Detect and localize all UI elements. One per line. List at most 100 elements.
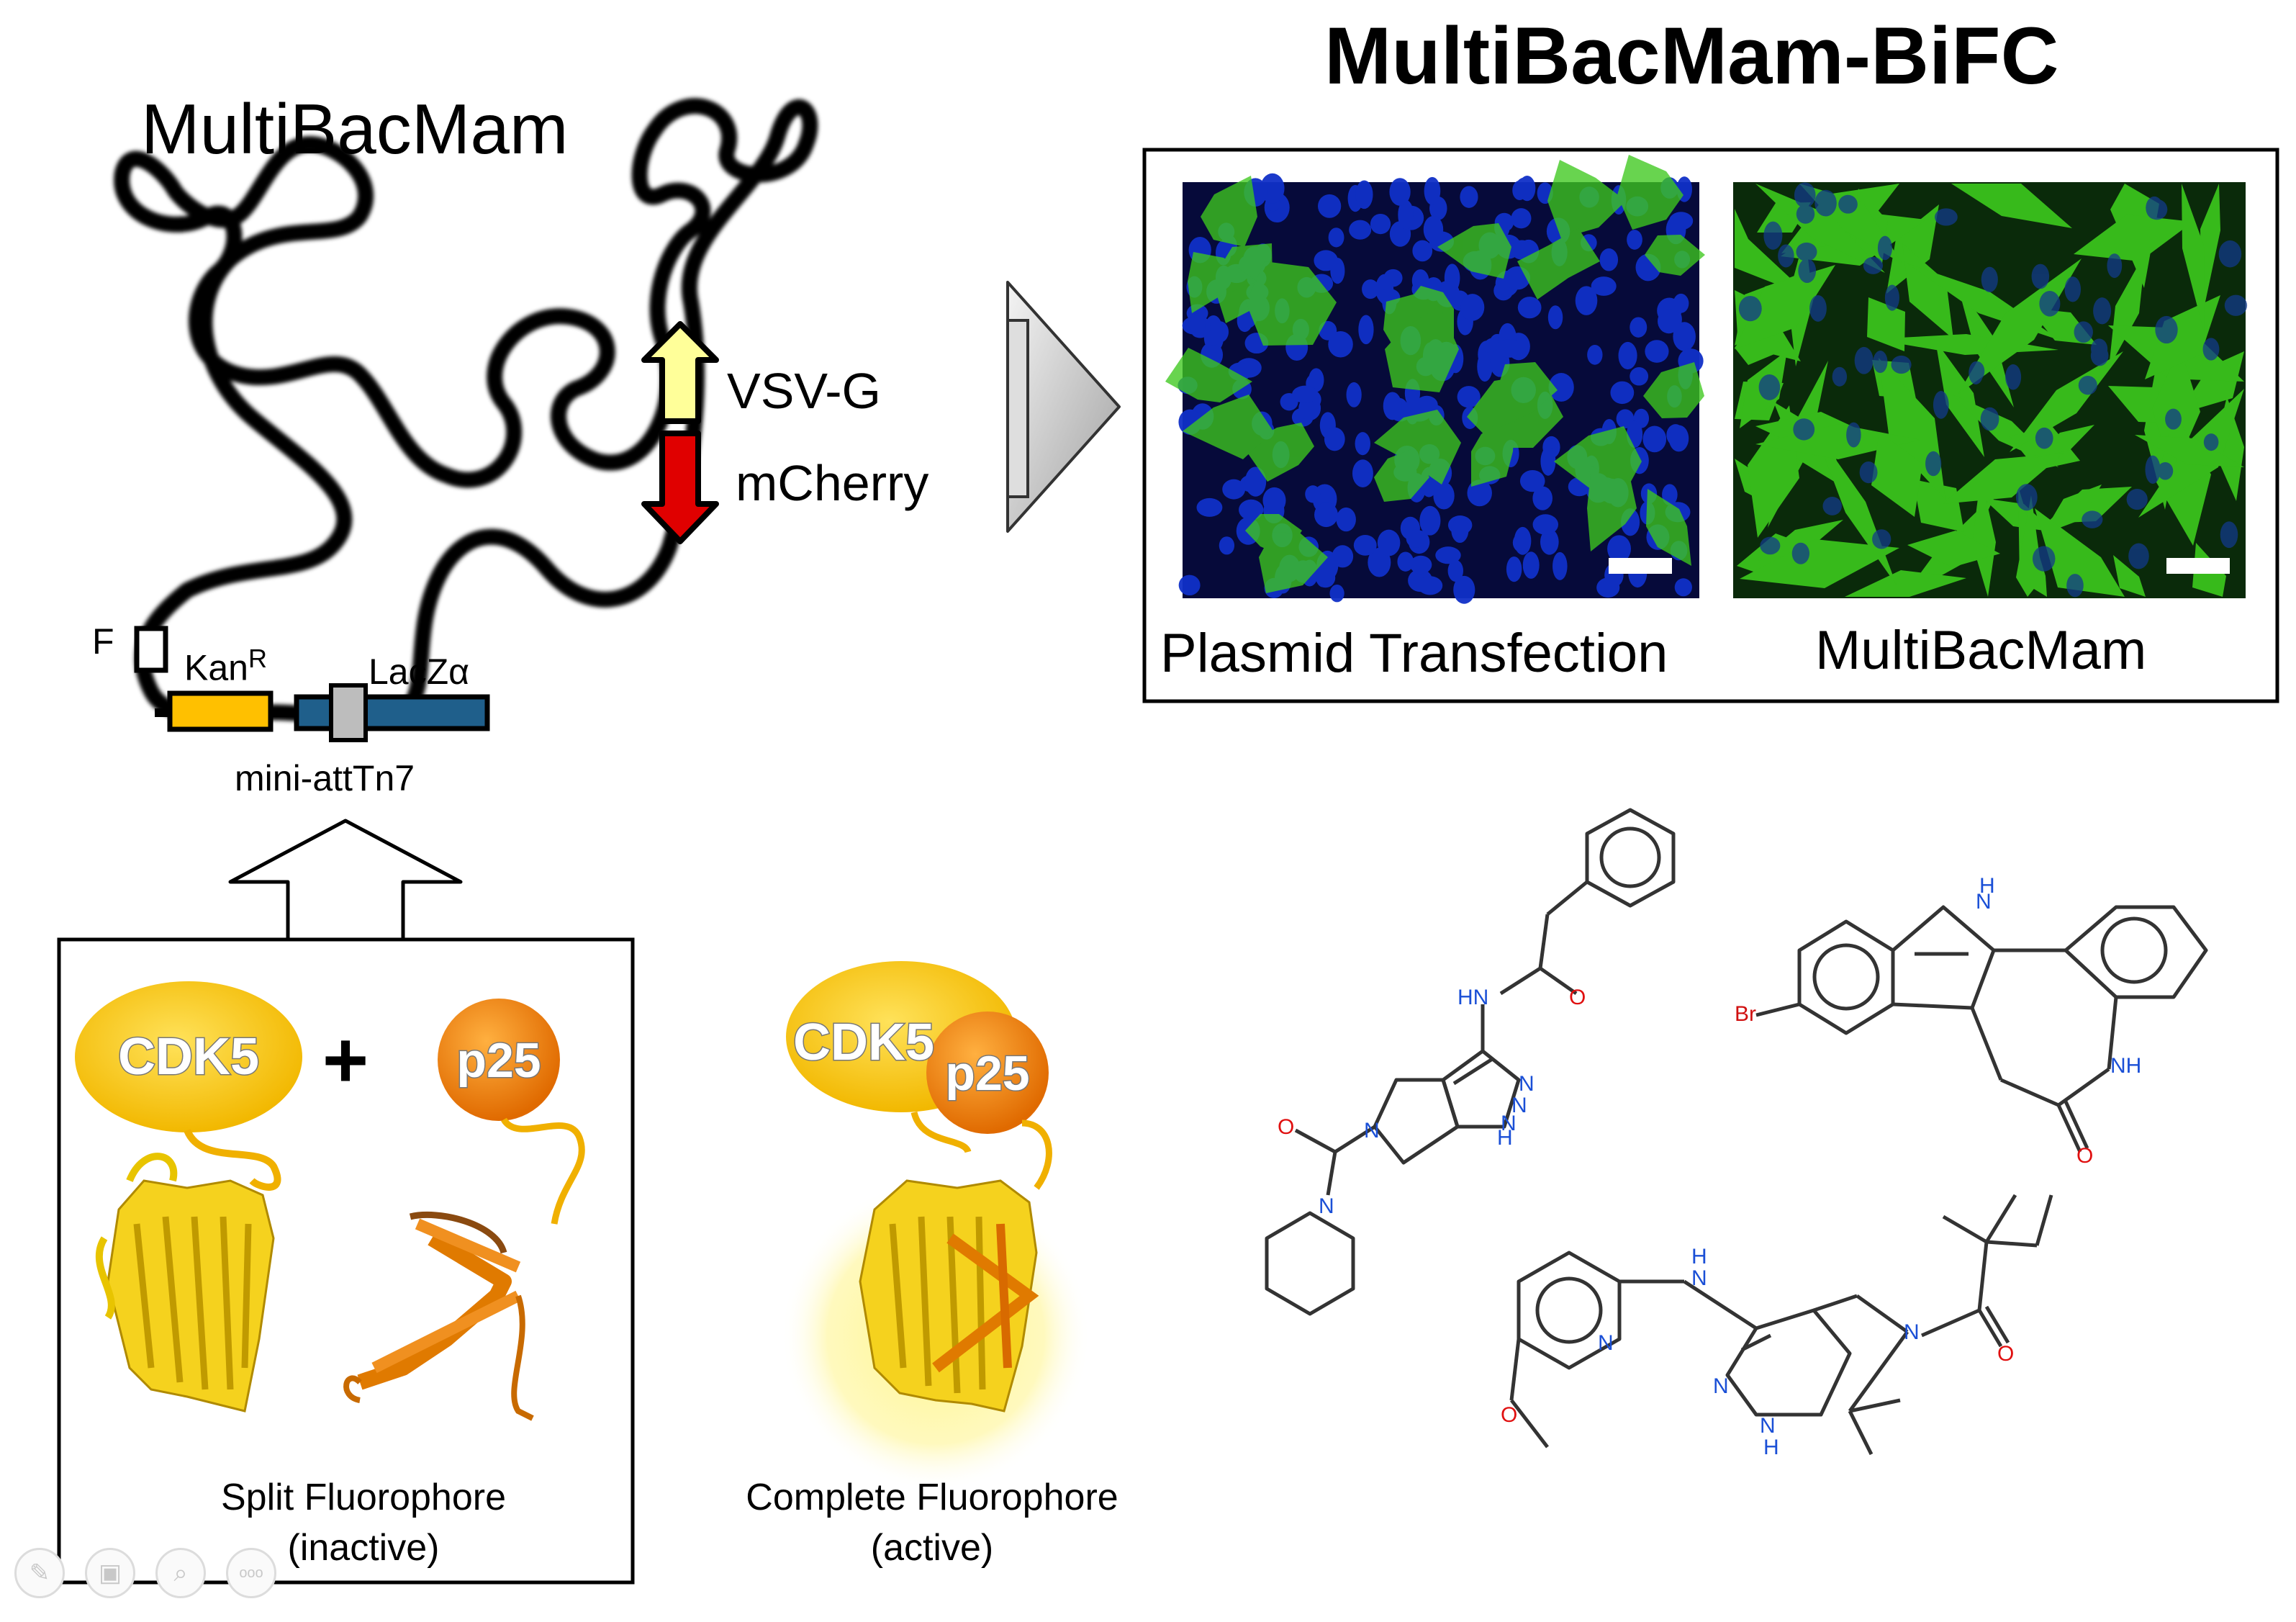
zoom-icon[interactable]: ⌕ [155,1548,206,1598]
nucleus-blob [1540,528,1559,555]
nucleus-blob [1417,576,1443,595]
nucleus-blob [2015,484,2038,511]
green-cell [1617,155,1683,230]
complete-caption-line2: (active) [870,1527,994,1569]
nucleus-blob [1591,276,1617,296]
plus-sign: + [322,1016,369,1104]
nucleus-blob [1854,346,1874,374]
nucleus-blob [2202,338,2220,361]
svg-text:NH: NH [2110,1054,2141,1078]
nucleus-blob [2107,253,2123,279]
mcherry-label: mCherry [736,455,929,511]
green-cell [2016,495,2043,597]
complete-caption-line1: Complete Fluorophore [746,1477,1118,1518]
plasmid-transfection-image [1165,155,1705,604]
nucleus-blob [1262,487,1286,514]
nucleus-blob [1832,366,1848,387]
nucleus-blob [1662,484,1678,506]
nucleus-blob [1419,505,1441,536]
nucleus-blob [1406,529,1426,548]
kan-gene-box [167,690,274,732]
nucleus-blob [1519,469,1545,492]
split-orange-strands [343,1211,534,1421]
green-cell [1188,252,1257,313]
svg-text:N: N [1760,1414,1776,1438]
nucleus-blob [1329,584,1344,603]
nucleus-blob [1355,432,1371,456]
more-icon[interactable]: ooo [226,1548,276,1598]
nucleus-blob [1506,556,1522,582]
save-icon[interactable]: ▣ [85,1548,135,1598]
nucleus-blob [1512,533,1530,553]
nucleus-blob [1925,451,1942,477]
green-cell [1735,209,1812,298]
nucleus-blob [1627,230,1642,250]
nucleus-blob [2126,489,2148,510]
nucleus-blob [1219,536,1235,555]
nucleus-blob [2128,543,2149,569]
green-cell [2010,351,2123,452]
green-cell [1735,265,1835,349]
green-cell [1972,476,1996,597]
nucleus-blob [2078,376,2097,395]
complete-cdk5-label: CDK5 [793,1014,934,1071]
svg-text:O: O [1278,1115,1294,1139]
scale-bar-right [2166,558,2230,574]
green-cell [1547,160,1626,238]
kan-label: KanR [184,646,267,686]
nucleus-blob [2091,338,2108,359]
nucleus-blob [1645,340,1669,363]
nucleus-blob [1547,305,1563,330]
nucleus-blob [1763,221,1783,250]
split-caption-line2: (inactive) [287,1527,440,1569]
p25-label: p25 [456,1033,541,1088]
nucleus-blob [1515,177,1535,200]
nucleus-blob [1796,204,1815,224]
green-cell [1165,348,1252,402]
nucleus-blob [1859,461,1878,484]
scale-bar-left [1609,558,1672,574]
nucleus-blob [1409,555,1432,575]
green-cell [1259,532,1328,593]
nucleus-blob [1980,407,1999,431]
svg-text:N: N [1319,1194,1334,1218]
nucleus-blob [1415,395,1438,415]
nucleus-blob [1424,176,1441,205]
nucleus-blob [2093,297,2112,325]
nucleus-blob [1814,189,1837,217]
nucleus-blob [1355,180,1373,209]
nucleus-blob [1760,536,1781,555]
nucleus-blob [1872,529,1892,549]
nucleus-blob [1358,315,1374,345]
nucleus-blob [2082,510,2103,528]
multibacmam-image [1733,182,2248,598]
complete-p25-bubble [926,1012,1049,1134]
nucleus-blob [1616,409,1635,429]
nucleus-blob [1316,568,1336,588]
green-cell [1246,261,1337,346]
nucleus-blob [2218,240,2242,268]
nucleus-blob [1540,446,1556,476]
nucleus-blob [1791,542,1810,564]
nucleus-blob [1548,373,1574,402]
green-cell [1646,489,1691,566]
nucleus-blob [1352,459,1373,487]
nucleus-blob [1981,266,1998,292]
chemical-structures [1265,808,2208,1456]
pencil-icon[interactable]: ✎ [14,1548,65,1598]
nucleus-blob [1517,297,1542,319]
green-cell [1385,306,1459,392]
nucleus-blob [1389,178,1411,206]
split-caption-line1: Split Fluorophore [221,1477,506,1518]
green-cell [2200,184,2220,319]
svg-text:N: N [1501,1112,1517,1135]
nucleus-blob [1314,250,1338,271]
green-cell [1645,235,1705,276]
nucleus-blob [1383,392,1402,420]
green-cell [1983,498,2054,532]
green-cell [1907,531,2000,567]
nucleus-blob [1423,215,1444,243]
nucleus-blob [2032,546,2056,572]
nucleus-blob [1846,422,1861,448]
